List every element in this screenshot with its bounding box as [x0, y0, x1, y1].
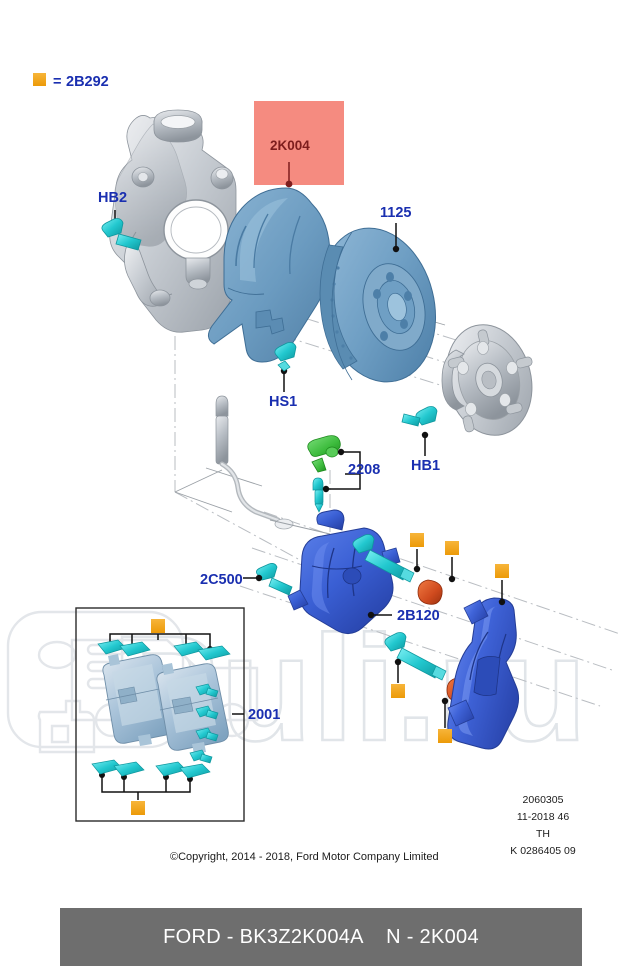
callout-label-hb1: HB1	[411, 458, 440, 474]
brake-splash-shield	[208, 187, 331, 363]
hose-clip-green	[307, 435, 341, 473]
brake-pad-kit-box	[75, 607, 245, 822]
drawing-date: 11-2018 46	[517, 811, 570, 823]
highlight-2k004[interactable]: 2K004	[254, 101, 344, 188]
callout-label-2b120: 2B120	[397, 608, 440, 624]
legend-part-number: 2B292	[66, 74, 109, 90]
shield-bolt-hs1	[274, 342, 297, 372]
pad-clip-tree-upper	[97, 619, 231, 661]
pad-clip-tree-lower	[91, 759, 211, 815]
steering-knuckle	[109, 109, 238, 333]
legend-marker-swatch	[33, 73, 46, 86]
drawing-doc-ref: K 0286405 09	[510, 845, 576, 857]
drawing-codes: 2060305 11-2018 46 TH K 0286405 09	[510, 794, 576, 857]
copyright-notice: ©Copyright, 2014 - 2018, Ford Motor Comp…	[170, 851, 439, 863]
caliper-guide-pin-lower	[384, 632, 447, 681]
bleed-screw	[256, 563, 293, 596]
drawing-origin: TH	[536, 828, 550, 840]
highlight-label: 2K004	[270, 138, 310, 153]
hose-fastener-teal	[312, 477, 324, 513]
abs-sensor-and-hose	[174, 395, 331, 535]
brake-rotor-disc	[319, 227, 437, 383]
legend-equals: =	[53, 74, 61, 90]
marker-group-2b292	[391, 533, 509, 743]
drawing-number: 2060305	[523, 794, 564, 806]
callout-label-2208: 2208	[348, 462, 380, 478]
highlight-rect	[254, 101, 344, 185]
callout-label-2001: 2001	[248, 707, 280, 723]
hub-bolt-hb1	[401, 406, 438, 427]
callout-label-hs1: HS1	[269, 394, 297, 410]
legend: = 2B292	[33, 73, 109, 90]
callout-label-2c500: 2C500	[200, 572, 243, 588]
pad-screws	[189, 683, 219, 764]
wheel-hub	[441, 324, 533, 436]
part-number-footer-bar: FORD - BK3Z2K004A N - 2K004	[60, 908, 582, 966]
brake-pad-outer	[102, 654, 175, 746]
caliper-bushing-upper	[417, 579, 443, 605]
callout-label-hb2: HB2	[98, 190, 127, 206]
caliper-mounting-bracket	[447, 597, 520, 750]
callout-label-1125: 1125	[380, 205, 411, 221]
footer-part-number: FORD - BK3Z2K004A N - 2K004	[163, 925, 479, 948]
caliper-guide-pin-upper	[352, 534, 415, 583]
hub-bolt-hb2	[101, 218, 142, 251]
watermark-car-logo	[6, 610, 185, 754]
